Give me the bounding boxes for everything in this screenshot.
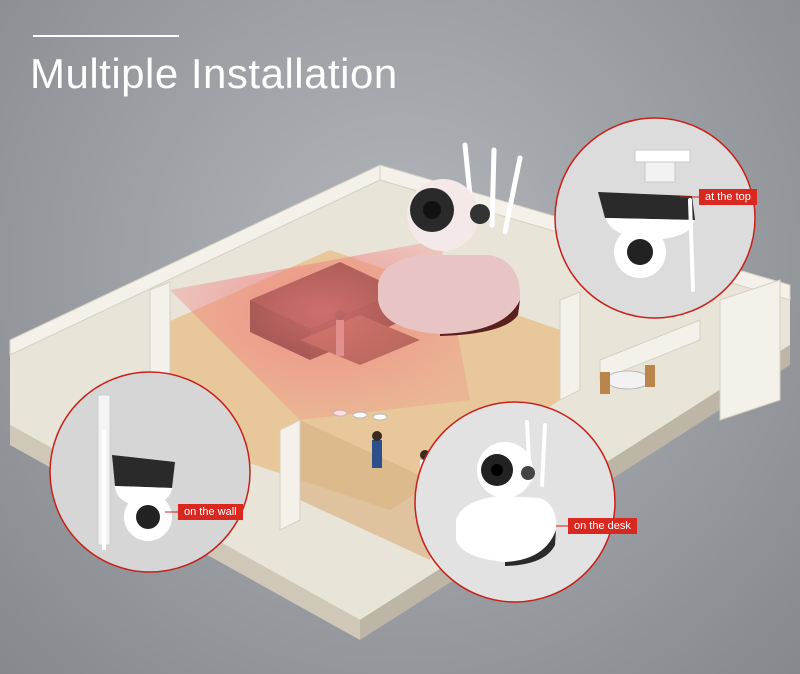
label-on-the-wall: on the wall — [178, 504, 243, 520]
page-title: Multiple Installation — [30, 50, 398, 97]
inset-desk — [414, 401, 616, 603]
title-rule — [33, 35, 179, 37]
dining-area — [600, 365, 655, 394]
label-connectors — [165, 196, 699, 527]
inset-wall — [49, 371, 251, 573]
label-on-the-desk: on the desk — [568, 518, 637, 534]
label-at-the-top: at the top — [699, 189, 757, 205]
main-camera — [378, 142, 523, 336]
inset-top — [554, 117, 756, 319]
